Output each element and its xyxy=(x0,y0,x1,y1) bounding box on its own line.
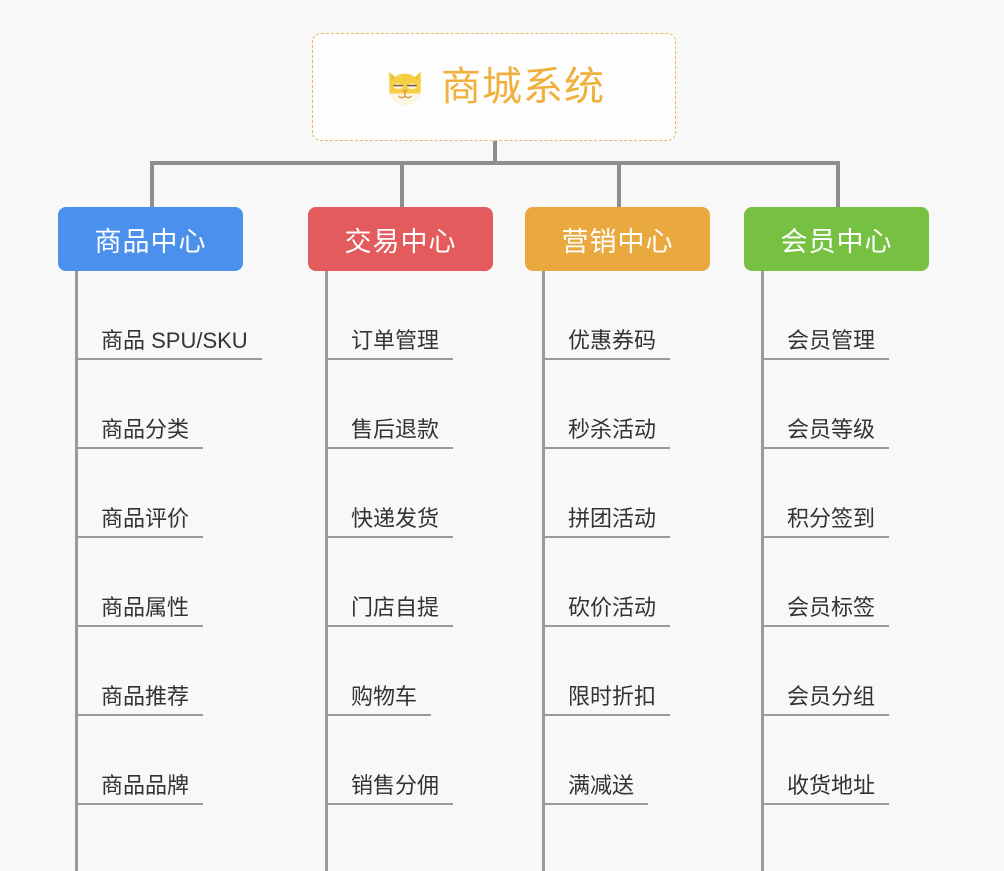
leaf-underline: 商品 SPU/SKU xyxy=(75,327,262,360)
mindmap-canvas: 商城系统 商品中心 商品 SPU/SKU 商品分类 商品评价 商品属性 商品推荐… xyxy=(58,33,1004,871)
leaf-underline: 商品推荐 xyxy=(75,683,204,716)
leaf-label: 会员分组 xyxy=(787,683,876,709)
connector-drop-4 xyxy=(836,161,840,209)
leaf-underline: 购物车 xyxy=(325,683,432,716)
leaf-label: 订单管理 xyxy=(351,327,440,353)
branch-spine-4 xyxy=(761,271,764,871)
leaf-underline: 优惠券码 xyxy=(542,327,671,360)
leaf-label: 砍价活动 xyxy=(568,594,657,620)
leaf-item[interactable]: 满减送 xyxy=(542,716,802,805)
leaf-underline: 订单管理 xyxy=(325,327,454,360)
leaf-label: 商品 SPU/SKU xyxy=(101,327,248,353)
leaf-label: 秒杀活动 xyxy=(568,416,657,442)
leaf-label: 限时折扣 xyxy=(568,683,657,709)
leaf-label: 会员管理 xyxy=(787,327,876,353)
leaf-item[interactable]: 拼团活动 xyxy=(542,449,802,538)
leaf-underline: 销售分佣 xyxy=(325,772,454,805)
leaf-underline: 商品品牌 xyxy=(75,772,204,805)
leaf-item[interactable]: 门店自提 xyxy=(325,538,585,627)
leaf-item[interactable]: 商品评价 xyxy=(75,449,335,538)
shiba-dog-face-icon xyxy=(383,66,427,110)
leaf-underline: 拼团活动 xyxy=(542,505,671,538)
leaf-item[interactable]: 购物车 xyxy=(325,627,585,716)
leaf-label: 会员标签 xyxy=(787,594,876,620)
leaf-item[interactable]: 秒杀活动 xyxy=(542,360,802,449)
leaf-label: 商品属性 xyxy=(101,594,190,620)
leaf-label: 门店自提 xyxy=(351,594,440,620)
connector-drop-3 xyxy=(617,161,621,209)
leaf-item[interactable]: 限时折扣 xyxy=(542,627,802,716)
connector-drop-2 xyxy=(400,161,404,209)
leaf-item[interactable]: 会员分组 xyxy=(761,627,1004,716)
leaf-item[interactable]: 商品属性 xyxy=(75,538,335,627)
root-node[interactable]: 商城系统 xyxy=(312,33,676,141)
leaf-item[interactable]: 优惠券码 xyxy=(542,271,802,360)
leaf-item[interactable]: 积分签到 xyxy=(761,449,1004,538)
leaf-list-4: 会员管理 会员等级 积分签到 会员标签 会员分组 收货地址 xyxy=(761,271,1004,805)
connector-drop-1 xyxy=(150,161,154,209)
leaf-list-3: 优惠券码 秒杀活动 拼团活动 砍价活动 限时折扣 满减送 xyxy=(542,271,802,805)
category-label-3: 营销中心 xyxy=(561,226,674,257)
branch-spine-1 xyxy=(75,271,78,871)
leaf-item[interactable]: 商品品牌 xyxy=(75,716,335,805)
leaf-underline: 商品评价 xyxy=(75,505,204,538)
leaf-label: 会员等级 xyxy=(787,416,876,442)
leaf-underline: 限时折扣 xyxy=(542,683,671,716)
leaf-list-2: 订单管理 售后退款 快递发货 门店自提 购物车 销售分佣 xyxy=(325,271,585,805)
leaf-underline: 会员分组 xyxy=(761,683,890,716)
leaf-label: 满减送 xyxy=(568,772,635,798)
leaf-underline: 商品分类 xyxy=(75,416,204,449)
category-label-4: 会员中心 xyxy=(780,226,893,257)
leaf-underline: 商品属性 xyxy=(75,594,204,627)
leaf-underline: 会员标签 xyxy=(761,594,890,627)
leaf-label: 商品评价 xyxy=(101,505,190,531)
leaf-label: 商品推荐 xyxy=(101,683,190,709)
leaf-item[interactable]: 销售分佣 xyxy=(325,716,585,805)
connector-root-stem xyxy=(493,141,497,164)
leaf-item[interactable]: 收货地址 xyxy=(761,716,1004,805)
branch-spine-3 xyxy=(542,271,545,871)
leaf-label: 售后退款 xyxy=(351,416,440,442)
leaf-underline: 积分签到 xyxy=(761,505,890,538)
leaf-item[interactable]: 会员管理 xyxy=(761,271,1004,360)
leaf-label: 优惠券码 xyxy=(568,327,657,353)
leaf-item[interactable]: 订单管理 xyxy=(325,271,585,360)
leaf-label: 快递发货 xyxy=(351,505,440,531)
leaf-list-1: 商品 SPU/SKU 商品分类 商品评价 商品属性 商品推荐 商品品牌 xyxy=(75,271,335,805)
leaf-underline: 秒杀活动 xyxy=(542,416,671,449)
leaf-underline: 收货地址 xyxy=(761,772,890,805)
category-box-4[interactable]: 会员中心 xyxy=(744,207,929,271)
leaf-label: 收货地址 xyxy=(787,772,876,798)
leaf-label: 拼团活动 xyxy=(568,505,657,531)
leaf-label: 购物车 xyxy=(351,683,418,709)
leaf-underline: 满减送 xyxy=(542,772,649,805)
leaf-underline: 门店自提 xyxy=(325,594,454,627)
leaf-label: 积分签到 xyxy=(787,505,876,531)
leaf-item[interactable]: 会员标签 xyxy=(761,538,1004,627)
category-label-1: 商品中心 xyxy=(94,226,207,257)
leaf-underline: 砍价活动 xyxy=(542,594,671,627)
category-label-2: 交易中心 xyxy=(344,226,457,257)
leaf-label: 商品品牌 xyxy=(101,772,190,798)
leaf-item[interactable]: 商品推荐 xyxy=(75,627,335,716)
category-box-2[interactable]: 交易中心 xyxy=(308,207,493,271)
leaf-underline: 售后退款 xyxy=(325,416,454,449)
connector-horizontal-bus xyxy=(150,161,838,165)
leaf-underline: 快递发货 xyxy=(325,505,454,538)
leaf-item[interactable]: 商品分类 xyxy=(75,360,335,449)
category-box-3[interactable]: 营销中心 xyxy=(525,207,710,271)
leaf-label: 商品分类 xyxy=(101,416,190,442)
root-title: 商城系统 xyxy=(441,65,605,109)
leaf-underline: 会员管理 xyxy=(761,327,890,360)
category-box-1[interactable]: 商品中心 xyxy=(58,207,243,271)
leaf-item[interactable]: 快递发货 xyxy=(325,449,585,538)
leaf-item[interactable]: 售后退款 xyxy=(325,360,585,449)
leaf-item[interactable]: 商品 SPU/SKU xyxy=(75,271,335,360)
leaf-item[interactable]: 会员等级 xyxy=(761,360,1004,449)
leaf-item[interactable]: 砍价活动 xyxy=(542,538,802,627)
leaf-underline: 会员等级 xyxy=(761,416,890,449)
leaf-label: 销售分佣 xyxy=(351,772,440,798)
branch-spine-2 xyxy=(325,271,328,871)
